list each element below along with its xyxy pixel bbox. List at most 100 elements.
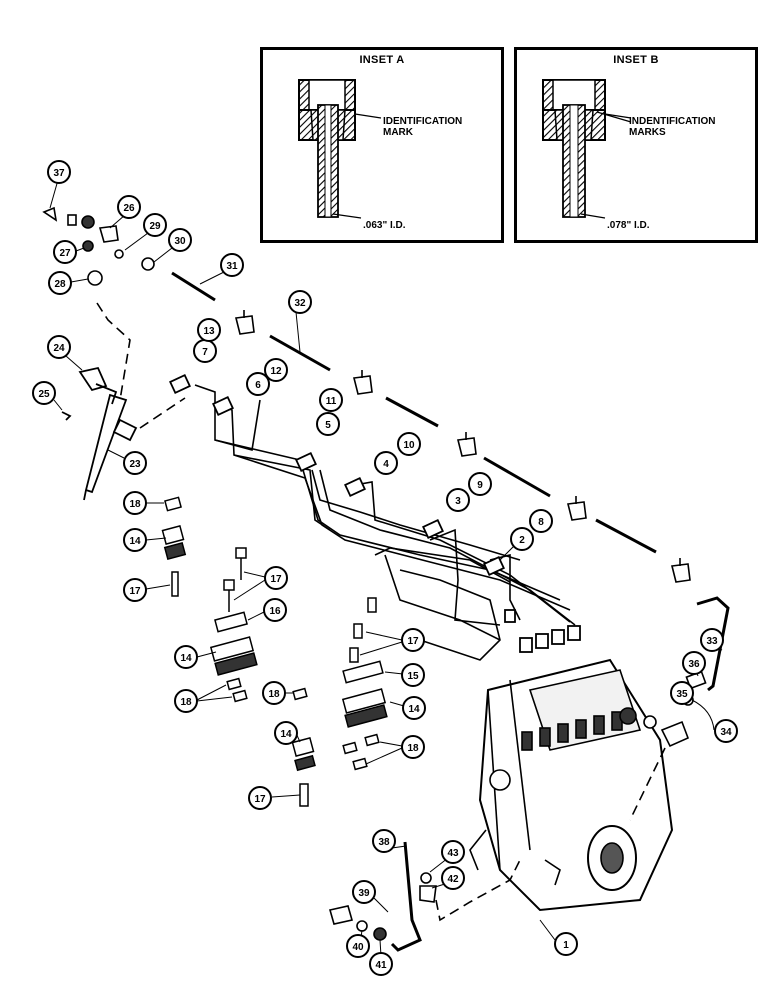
inset-a-mark-line2: MARK xyxy=(383,127,413,138)
callout-39: 39 xyxy=(352,880,389,913)
callout-14b-label: 14 xyxy=(180,653,192,664)
callout-41-label: 41 xyxy=(375,960,387,971)
leader-dash xyxy=(629,747,666,821)
callout-18c-label: 18 xyxy=(268,689,280,700)
callout-42: 42 xyxy=(431,866,465,890)
callout-24-label: 24 xyxy=(53,343,65,354)
callout-30-label: 30 xyxy=(174,236,186,247)
callout-10: 10 xyxy=(397,432,421,456)
callout-35-label: 35 xyxy=(676,689,688,700)
callout-17a: 17 xyxy=(123,578,171,602)
inset-a: INSET A IDENTIFICATION MARK .063" I.D. xyxy=(260,47,504,243)
callout-12: 12 xyxy=(264,358,288,382)
leader-dash-line xyxy=(139,397,186,429)
callout-17d-label: 17 xyxy=(407,636,419,647)
inset-b: INSET B INDENTIFICATION MARKS .078" I.D. xyxy=(514,47,758,243)
callout-40: 40 xyxy=(346,929,370,958)
callout-29-label: 29 xyxy=(149,221,161,232)
callout-25-label: 25 xyxy=(38,389,50,400)
leader-dash-supply xyxy=(435,859,521,922)
callout-32: 32 xyxy=(288,290,312,353)
callout-6: 6 xyxy=(246,372,270,396)
callout-39-label: 39 xyxy=(358,888,370,899)
callout-37-label: 37 xyxy=(53,168,65,179)
callout-14a: 14 xyxy=(123,528,167,552)
callout-bubbles: 1 2 3 4 5 6 7 8 9 10 11 12 13 14 14 14 1… xyxy=(32,160,738,976)
callout-2-label: 2 xyxy=(519,535,525,546)
callout-35: 35 xyxy=(670,681,694,705)
inset-a-mark-line1: IDENTIFICATION xyxy=(383,116,463,127)
callout-6-label: 6 xyxy=(255,380,261,391)
injector-assembly xyxy=(61,366,138,501)
clamp-hardware xyxy=(161,496,388,807)
callout-33: 33 xyxy=(700,628,724,652)
callout-38-label: 38 xyxy=(378,837,390,848)
callout-16: 16 xyxy=(247,598,287,622)
callout-12-label: 12 xyxy=(270,366,282,377)
callout-11: 11 xyxy=(319,388,343,412)
callout-23: 23 xyxy=(107,449,147,475)
return-fittings xyxy=(619,670,707,748)
callout-18b: 18 xyxy=(174,684,233,713)
callout-7: 7 xyxy=(193,339,217,363)
inset-b-mark-line2: MARKS xyxy=(629,127,666,138)
callout-9-label: 9 xyxy=(477,480,483,491)
callout-17a-label: 17 xyxy=(129,586,141,597)
callout-15-label: 15 xyxy=(407,671,419,682)
callout-18c: 18 xyxy=(262,681,294,705)
inset-b-bore-label: .078" I.D. xyxy=(607,220,650,231)
callout-17b-label: 17 xyxy=(270,574,282,585)
callout-28: 28 xyxy=(48,271,89,295)
callout-11-label: 11 xyxy=(326,396,337,407)
inset-b-mark-line1: INDENTIFICATION xyxy=(629,116,716,127)
injection-lines xyxy=(194,384,576,661)
callout-3-label: 3 xyxy=(455,496,461,507)
callout-42-label: 42 xyxy=(447,874,459,885)
callout-28-label: 28 xyxy=(54,279,66,290)
callout-36-label: 36 xyxy=(688,659,700,670)
inset-b-mark-label: INDENTIFICATION MARKS xyxy=(629,116,715,138)
callout-31-label: 31 xyxy=(226,261,238,272)
callout-17b: 17 xyxy=(233,566,288,601)
callout-9: 9 xyxy=(468,472,492,496)
callout-5-label: 5 xyxy=(325,420,331,431)
callout-30: 30 xyxy=(153,228,192,263)
line-nuts xyxy=(169,373,581,653)
callout-13: 13 xyxy=(197,318,221,342)
callout-36: 36 xyxy=(682,651,706,677)
injection-pump xyxy=(469,658,674,912)
callout-34-label: 34 xyxy=(720,727,732,738)
callout-32-label: 32 xyxy=(294,298,306,309)
callout-29: 29 xyxy=(124,213,167,251)
callout-27: 27 xyxy=(53,240,85,264)
callout-27-label: 27 xyxy=(59,248,71,259)
callout-43: 43 xyxy=(429,840,465,873)
callout-17c: 17 xyxy=(248,786,301,810)
callout-4-label: 4 xyxy=(383,459,389,470)
callout-17d: 17 xyxy=(359,628,425,656)
callout-34: 34 xyxy=(691,699,738,743)
callout-14a-label: 14 xyxy=(129,536,141,547)
callout-40-label: 40 xyxy=(352,942,364,953)
callout-2: 2 xyxy=(499,527,534,561)
supply-line xyxy=(328,841,437,952)
inset-a-bore-label: .063" I.D. xyxy=(363,220,406,231)
callout-15: 15 xyxy=(384,663,425,687)
callout-14b: 14 xyxy=(174,645,217,669)
leak-off-pipes xyxy=(171,271,657,554)
callout-13-label: 13 xyxy=(203,326,215,337)
callout-33-label: 33 xyxy=(706,636,718,647)
callout-24: 24 xyxy=(47,335,83,371)
callout-7-label: 7 xyxy=(202,347,208,358)
inset-b-fitting-section xyxy=(542,79,632,219)
callout-25: 25 xyxy=(32,381,63,411)
callout-26: 26 xyxy=(109,195,141,229)
callout-18a-label: 18 xyxy=(129,499,141,510)
callout-18d-label: 18 xyxy=(407,743,419,754)
callout-1-label: 1 xyxy=(563,940,569,951)
inset-a-title: INSET A xyxy=(359,54,405,66)
callout-37: 37 xyxy=(47,160,71,209)
leak-off-tees xyxy=(235,310,691,583)
callout-4: 4 xyxy=(374,451,398,475)
callout-16-label: 16 xyxy=(269,606,281,617)
